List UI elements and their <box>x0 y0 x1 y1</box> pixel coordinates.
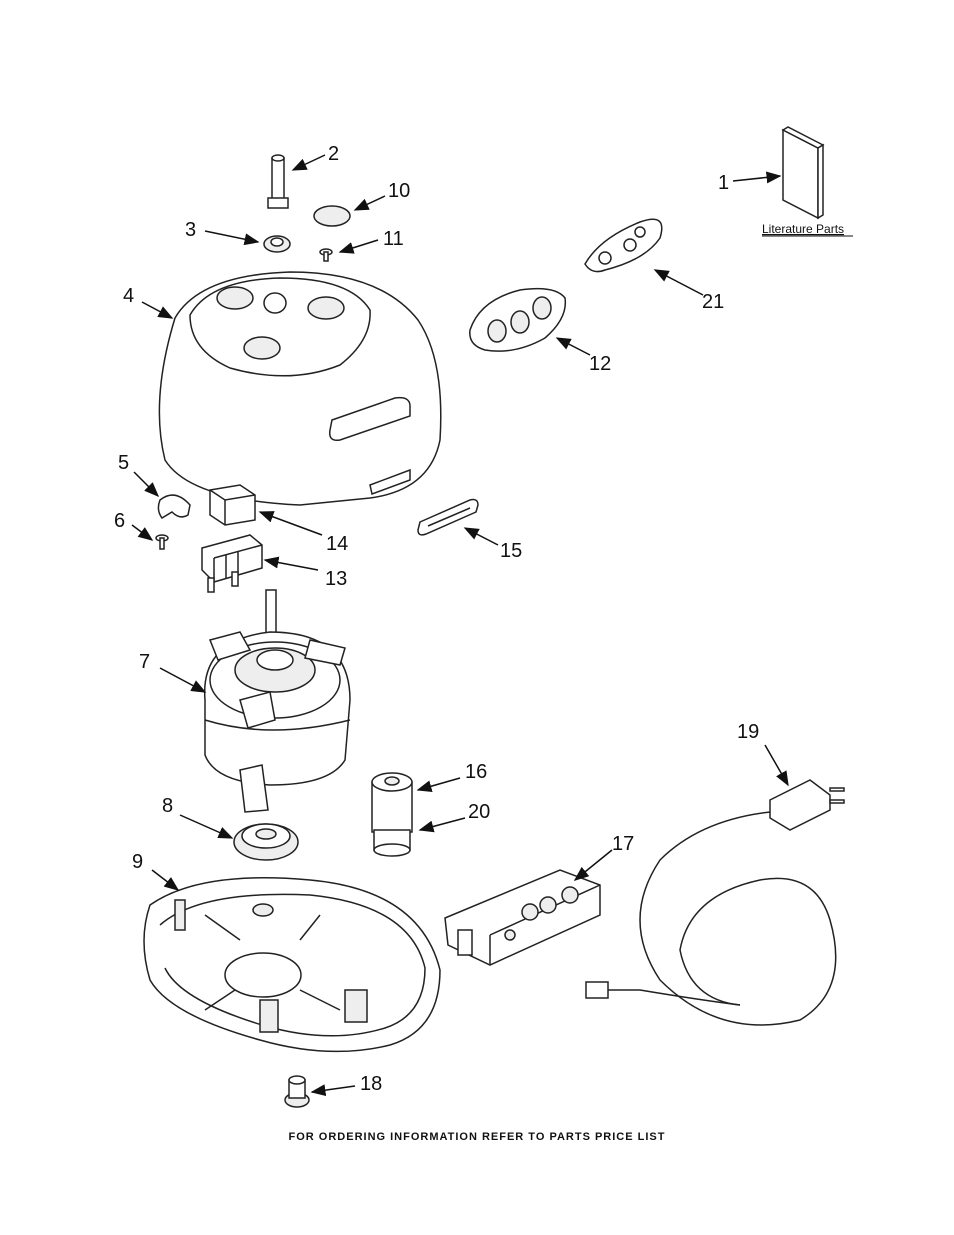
callout-17: 17 <box>612 833 634 855</box>
seal-part <box>263 235 291 253</box>
callout-arrow-16 <box>416 777 461 793</box>
callout-9: 9 <box>132 851 143 873</box>
callout-13: 13 <box>325 568 347 590</box>
callout-1: 1 <box>718 172 729 194</box>
callout-7: 7 <box>139 651 150 673</box>
callout-arrow-11 <box>338 239 379 254</box>
callout-6: 6 <box>114 510 125 532</box>
callout-16: 16 <box>465 761 487 783</box>
overlay-part <box>584 218 663 273</box>
callout-2: 2 <box>328 143 339 165</box>
circuit-board-part <box>444 869 601 966</box>
callout-arrow-15 <box>463 527 499 546</box>
callout-3: 3 <box>185 219 196 241</box>
callout-5: 5 <box>118 452 129 474</box>
callout-arrow-13 <box>263 556 319 571</box>
callout-arrow-4 <box>141 301 174 319</box>
capacitor-part <box>371 772 413 857</box>
switch-block-part <box>201 534 263 593</box>
bracket-part <box>209 484 256 526</box>
callout-18: 18 <box>360 1073 382 1095</box>
housing-part <box>158 271 442 506</box>
callout-4: 4 <box>123 285 134 307</box>
callout-arrow-1 <box>732 171 782 184</box>
ordering-footer: FOR ORDERING INFORMATION REFER TO PARTS … <box>288 1131 666 1143</box>
literature-part <box>781 126 825 220</box>
motor-part <box>203 589 351 813</box>
callout-14: 14 <box>326 533 348 555</box>
screw-part-11 <box>319 248 333 262</box>
callout-arrow-3 <box>204 230 260 246</box>
screw-part-6 <box>155 534 169 550</box>
callout-arrow-9 <box>151 869 180 891</box>
cap-part <box>313 205 351 227</box>
callout-arrow-17 <box>573 849 613 881</box>
callout-arrow-20 <box>418 817 466 833</box>
callout-arrow-18 <box>310 1084 356 1097</box>
callout-arrow-12 <box>555 337 591 356</box>
callout-12: 12 <box>589 353 611 375</box>
callout-20: 20 <box>468 801 490 823</box>
power-cord-part <box>585 779 845 1026</box>
callout-19: 19 <box>737 721 759 743</box>
bearing-part <box>233 823 299 861</box>
callout-arrow-8 <box>179 814 234 839</box>
callout-15: 15 <box>500 540 522 562</box>
drive-shaft-part <box>267 154 289 209</box>
callout-arrow-10 <box>353 195 386 211</box>
callout-11: 11 <box>383 228 404 250</box>
callout-arrow-6 <box>131 524 154 541</box>
callout-8: 8 <box>162 795 173 817</box>
control-pad-part <box>469 287 567 352</box>
callout-10: 10 <box>388 180 410 202</box>
callout-arrow-5 <box>133 471 160 498</box>
badge-part <box>417 498 479 536</box>
literature-label: Literature Parts <box>762 222 844 236</box>
callout-arrow-2 <box>291 154 326 171</box>
callout-arrow-21 <box>653 269 704 296</box>
callout-arrow-14 <box>258 511 323 536</box>
foot-part <box>284 1075 310 1108</box>
callout-21: 21 <box>702 291 724 313</box>
callout-arrow-19 <box>764 744 789 787</box>
clip-part <box>157 494 191 519</box>
callout-arrow-7 <box>159 667 207 693</box>
base-part <box>143 877 441 1053</box>
